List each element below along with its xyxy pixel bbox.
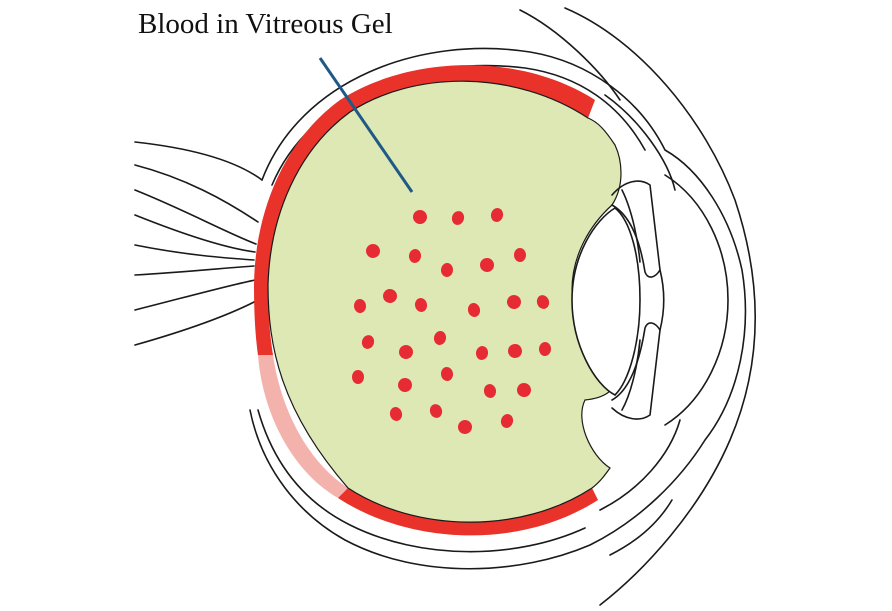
blood-droplet [433,331,447,345]
blood-droplet [399,345,413,359]
blood-droplet [513,248,527,262]
blood-droplet [414,298,428,312]
blood-droplet [429,404,443,418]
detached-retina [258,355,348,498]
blood-droplets [352,208,552,434]
diagram-label: Blood in Vitreous Gel [138,8,393,40]
blood-droplet [500,414,514,428]
blood-droplet [398,378,412,392]
optic-nerve [134,141,263,346]
blood-droplet [383,289,397,303]
blood-droplet [389,407,403,421]
blood-droplet [475,346,489,360]
retina-band [254,65,595,355]
lens [571,207,641,396]
eyelid-lines [519,7,756,606]
retina-band-lower [338,488,598,536]
blood-droplet [517,383,531,397]
vitreous-gel [267,80,622,523]
blood-droplet [480,258,494,272]
iris [611,180,665,420]
blood-droplet [352,370,364,384]
blood-droplet [508,344,522,358]
blood-droplet [440,263,454,277]
blood-droplet [467,303,481,317]
blood-droplet [507,295,521,309]
blood-droplet [408,249,422,263]
blood-droplet [483,384,497,398]
blood-droplet [366,244,380,258]
blood-droplet [440,367,454,381]
blood-droplet [538,342,552,356]
blood-droplet [361,335,375,349]
blood-droplet [353,299,367,313]
blood-droplet [451,211,465,225]
label-pointer [318,57,414,193]
blood-droplet [458,420,472,434]
blood-droplet [536,295,550,309]
cornea [664,174,729,426]
blood-droplet [413,210,427,224]
blood-droplet [490,208,504,222]
